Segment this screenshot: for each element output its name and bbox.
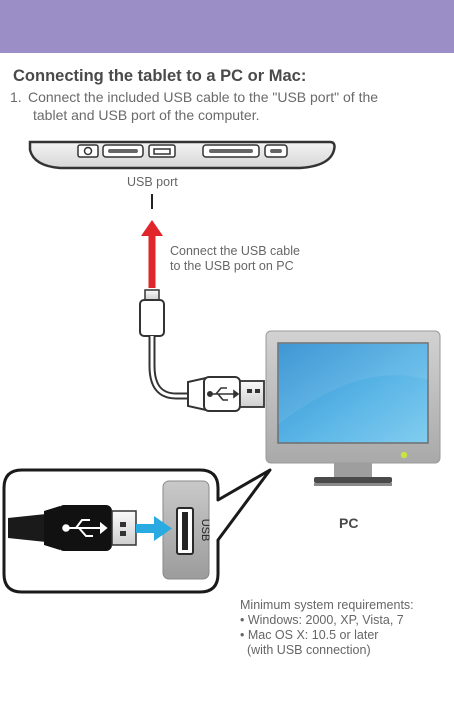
- monitor-base: [314, 477, 392, 483]
- usb-a-plug: [187, 376, 265, 412]
- tablet-power-button: [264, 144, 288, 158]
- connect-note: Connect the USB cable to the USB port on…: [170, 244, 370, 274]
- tablet-edge: [28, 140, 336, 170]
- requirement-usb-note: (with USB connection): [240, 643, 371, 657]
- power-led: [400, 451, 408, 459]
- pc-monitor: [265, 330, 441, 486]
- system-requirements: Minimum system requirements: • Windows: …: [240, 598, 452, 658]
- connect-note-line-2: to the USB port on PC: [170, 259, 294, 273]
- requirement-mac: • Mac OS X: 10.5 or later: [240, 628, 379, 642]
- pc-usb-socket: USB: [162, 480, 211, 580]
- zoom-callout: USB: [2, 468, 272, 594]
- header-band: [0, 0, 454, 53]
- tablet-headphone-jack: [77, 144, 99, 158]
- tablet-card-slot: [102, 144, 144, 158]
- usb-port-label: USB port: [127, 175, 178, 189]
- usb-trident-icon: [207, 387, 240, 401]
- step-line-1: Connect the included USB cable to the "U…: [28, 89, 379, 105]
- step-instruction: 1. Connect the included USB cable to the …: [10, 88, 446, 124]
- page-title: Connecting the tablet to a PC or Mac:: [13, 67, 307, 85]
- requirements-title: Minimum system requirements:: [240, 598, 414, 612]
- tablet-hdmi-port: [202, 144, 260, 158]
- pc-label: PC: [339, 515, 359, 531]
- mini-usb-connector: [139, 289, 165, 337]
- blue-right-arrow: [136, 516, 172, 541]
- requirement-windows: • Windows: 2000, XP, Vista, 7: [240, 613, 404, 627]
- red-up-arrow: [141, 220, 163, 288]
- connect-note-line-1: Connect the USB cable: [170, 244, 300, 258]
- large-usb-plug: [8, 505, 137, 551]
- tablet-usb-port: [148, 144, 176, 158]
- usb-socket-label: USB: [199, 519, 211, 542]
- monitor-neck: [334, 463, 372, 477]
- step-line-2: tablet and USB port of the computer.: [33, 107, 260, 123]
- step-number: 1.: [10, 89, 22, 105]
